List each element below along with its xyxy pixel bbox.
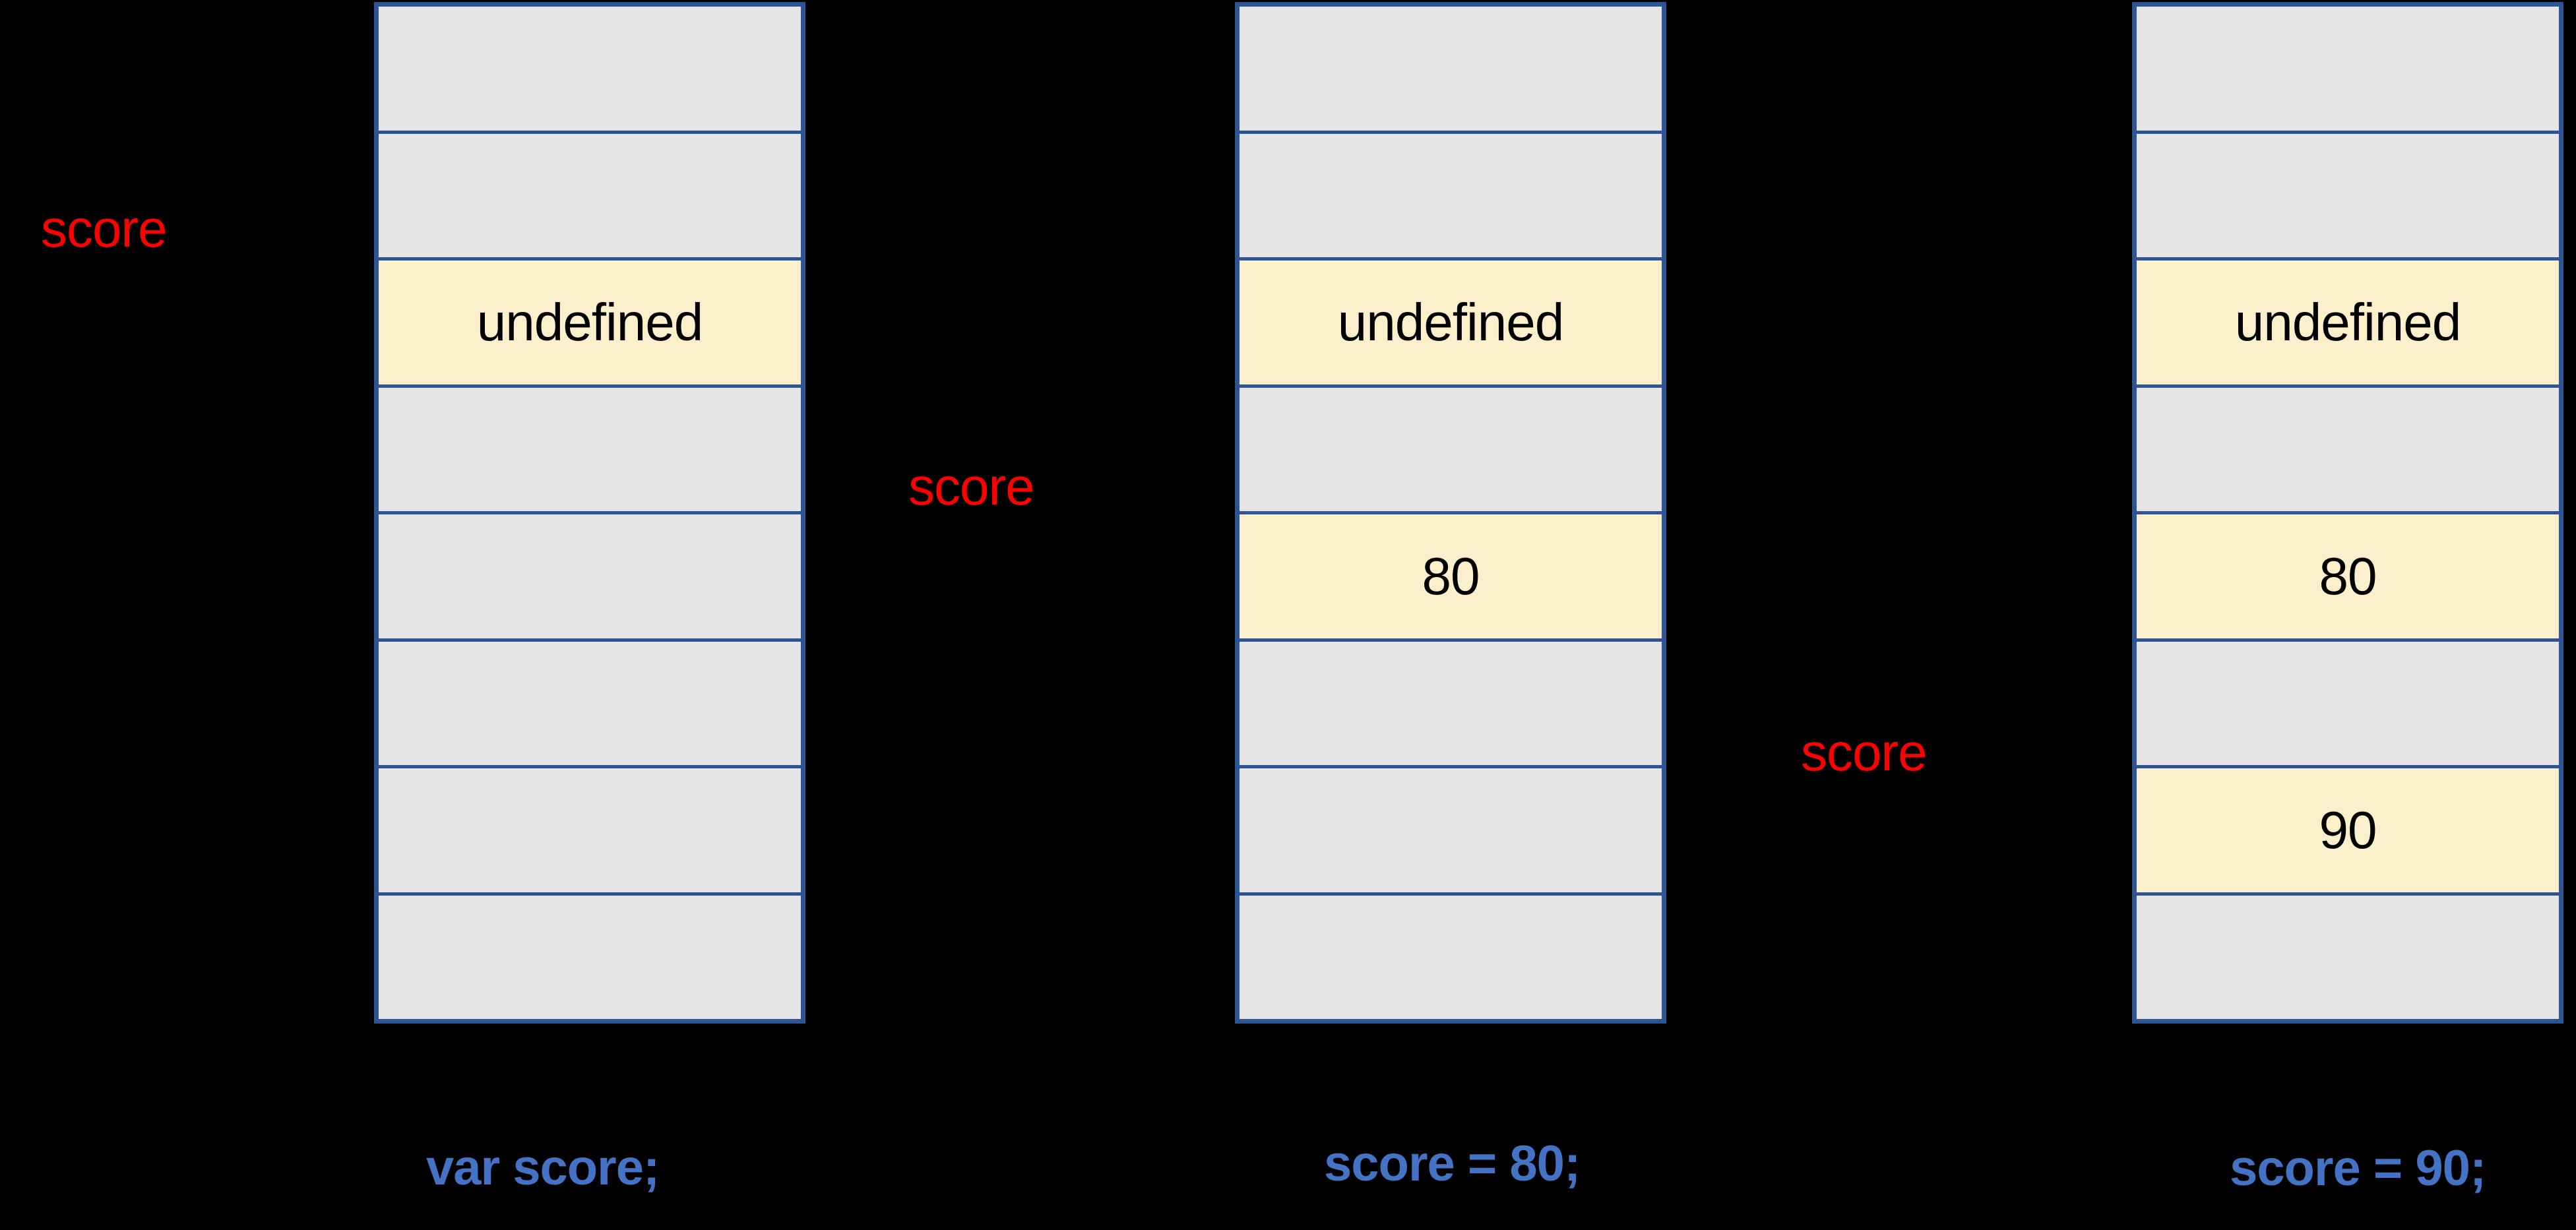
memory-cell-undefined: undefined [2137, 261, 2559, 388]
code-caption-score-90: score = 90; [2230, 1140, 2486, 1196]
memory-cell [379, 768, 801, 896]
memory-cell [379, 133, 801, 261]
code-caption-score-80: score = 80; [1324, 1136, 1581, 1192]
variable-label-score-1: score [41, 199, 168, 258]
memory-column-3: undefined 80 90 [2132, 2, 2563, 1024]
memory-cell [1240, 768, 1662, 896]
memory-cell-undefined: undefined [379, 261, 801, 388]
memory-cell [2137, 641, 2559, 768]
memory-cell [379, 514, 801, 642]
memory-column-1: undefined [374, 2, 805, 1024]
memory-cell [379, 387, 801, 514]
memory-cell [1240, 7, 1662, 134]
memory-cell-80: 80 [2137, 514, 2559, 642]
memory-cell [1240, 641, 1662, 768]
variable-label-score-2: score [908, 457, 1035, 516]
memory-cell [2137, 895, 2559, 1019]
memory-cell [379, 7, 801, 134]
code-caption-var-score: var score; [426, 1140, 660, 1196]
memory-cell [2137, 387, 2559, 514]
memory-cell [379, 895, 801, 1019]
memory-cell [379, 641, 801, 768]
memory-cell-undefined: undefined [1240, 261, 1662, 388]
memory-cell [1240, 387, 1662, 514]
memory-cell [1240, 133, 1662, 261]
memory-cell-80: 80 [1240, 514, 1662, 642]
memory-cell [1240, 895, 1662, 1019]
memory-cell [2137, 133, 2559, 261]
memory-cell [2137, 7, 2559, 134]
memory-column-2: undefined 80 [1235, 2, 1666, 1024]
memory-cell-90: 90 [2137, 768, 2559, 896]
variable-label-score-3: score [1801, 723, 1928, 782]
